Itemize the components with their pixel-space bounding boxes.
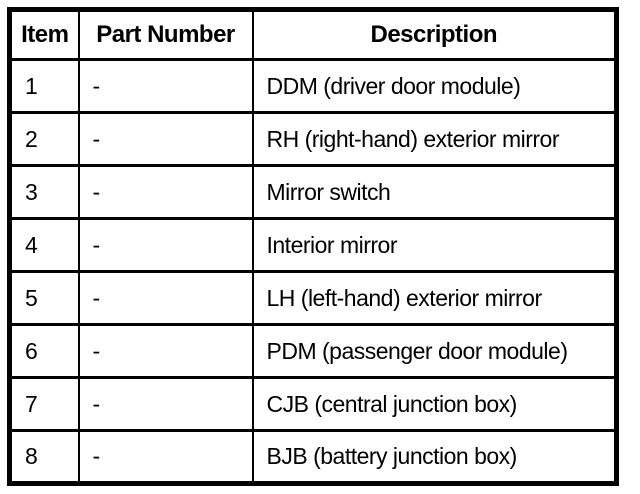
table-row: 3-Mirror switch (8, 164, 618, 220)
part-number-cell: - (77, 270, 254, 326)
parts-table-body: 1-DDM (driver door module)2-RH (right-ha… (8, 58, 618, 485)
item-cell: 1 (8, 58, 80, 114)
table-row: 7-CJB (central junction box) (8, 376, 618, 432)
parts-table-container: Item Part Number Description 1-DDM (driv… (7, 7, 619, 486)
item-cell: 3 (8, 164, 80, 220)
item-cell: 5 (8, 270, 80, 326)
description-cell: PDM (passenger door module) (251, 323, 618, 379)
description-cell: BJB (battery junction box) (251, 429, 618, 485)
parts-table: Item Part Number Description 1-DDM (driv… (7, 7, 619, 486)
description-cell: CJB (central junction box) (251, 376, 618, 432)
table-row: 5-LH (left-hand) exterior mirror (8, 270, 618, 326)
item-cell: 6 (8, 323, 80, 379)
part-number-cell: - (77, 164, 254, 220)
description-cell: Interior mirror (251, 217, 618, 273)
part-number-cell: - (77, 217, 254, 273)
header-row: Item Part Number Description (8, 8, 618, 61)
header-description: Description (251, 8, 618, 61)
description-cell: LH (left-hand) exterior mirror (251, 270, 618, 326)
item-cell: 7 (8, 376, 80, 432)
part-number-cell: - (77, 323, 254, 379)
item-cell: 2 (8, 111, 80, 167)
description-cell: RH (right-hand) exterior mirror (251, 111, 618, 167)
part-number-cell: - (77, 429, 254, 485)
table-row: 4-Interior mirror (8, 217, 618, 273)
header-item: Item (8, 8, 80, 61)
part-number-cell: - (77, 376, 254, 432)
table-row: 1-DDM (driver door module) (8, 58, 618, 114)
description-cell: DDM (driver door module) (251, 58, 618, 114)
header-part-number: Part Number (77, 8, 254, 61)
item-cell: 4 (8, 217, 80, 273)
table-row: 8-BJB (battery junction box) (8, 429, 618, 485)
parts-table-header: Item Part Number Description (8, 8, 618, 61)
part-number-cell: - (77, 58, 254, 114)
table-row: 6-PDM (passenger door module) (8, 323, 618, 379)
description-cell: Mirror switch (251, 164, 618, 220)
table-row: 2-RH (right-hand) exterior mirror (8, 111, 618, 167)
item-cell: 8 (8, 429, 80, 485)
part-number-cell: - (77, 111, 254, 167)
